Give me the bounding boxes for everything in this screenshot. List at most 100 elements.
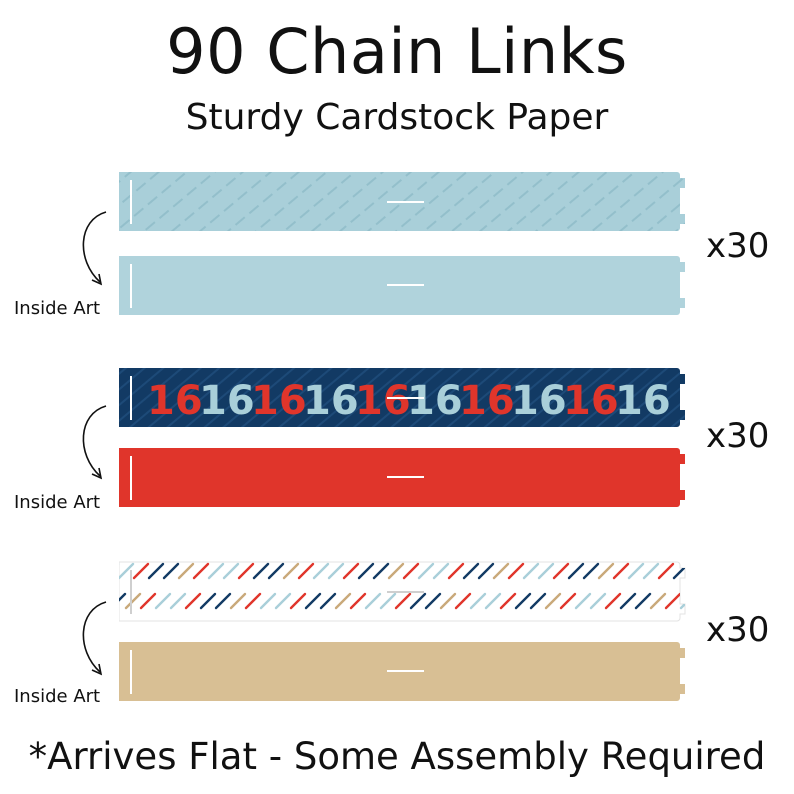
number-16-text: 16 [407, 378, 463, 424]
pattern-dash [582, 562, 600, 580]
pattern-dash [124, 592, 142, 610]
chain-link-group-light-blue: x30 Inside Art [0, 170, 794, 330]
pattern-dash [507, 562, 525, 580]
page-subtitle: Sturdy Cardstock Paper [185, 97, 609, 138]
curved-arrow-icon [82, 405, 107, 480]
pattern-dash [559, 592, 577, 610]
pattern-dash [342, 562, 360, 580]
number-16-text: 16 [459, 378, 515, 424]
pattern-dash [207, 562, 225, 580]
inside-art-label: Inside Art [14, 298, 101, 319]
pattern-dash [259, 592, 277, 610]
pattern-dash [169, 592, 187, 610]
number-16-text: 16 [615, 378, 671, 424]
page-title: 90 Chain Links [166, 15, 628, 88]
pattern-dash [514, 592, 532, 610]
pattern-dash [222, 562, 240, 580]
pattern-dash [327, 562, 345, 580]
pattern-dash [424, 592, 442, 610]
pattern-dash [432, 562, 450, 580]
pattern-dash [649, 592, 667, 610]
pattern-dash [274, 592, 292, 610]
pattern-dash [214, 592, 232, 610]
pattern-dash [552, 562, 570, 580]
pattern-dash [499, 592, 517, 610]
pattern-dash [267, 562, 285, 580]
pattern-dash [244, 592, 262, 610]
pattern-dash [522, 562, 540, 580]
pattern-dash [147, 562, 165, 580]
pattern-dash [679, 592, 685, 610]
inner-strip-red [119, 446, 692, 508]
inside-art-label: Inside Art [14, 686, 101, 707]
pattern-dash [402, 562, 420, 580]
inside-art-label: Inside Art [14, 492, 101, 513]
curved-arrow-icon [82, 601, 107, 676]
pattern-dash [357, 562, 375, 580]
pattern-dash [192, 562, 210, 580]
pattern-dash [417, 562, 435, 580]
pattern-dash [252, 562, 270, 580]
inner-strip-kraft [119, 640, 692, 702]
pattern-dash [672, 562, 685, 580]
pattern-dash [627, 562, 645, 580]
pattern-dash [492, 562, 510, 580]
number-16-text: 16 [511, 378, 567, 424]
pattern-dash [154, 592, 172, 610]
pattern-dash [454, 592, 472, 610]
chain-link-group-white-kraft: x30 Inside Art [0, 560, 794, 720]
pattern-dash [139, 592, 157, 610]
pattern-dash [447, 562, 465, 580]
pattern-dash [282, 562, 300, 580]
pattern-dash [372, 562, 390, 580]
outer-strip-light-blue [119, 170, 692, 232]
pattern-dash [619, 592, 637, 610]
pattern-dash [349, 592, 367, 610]
pattern-dash [529, 592, 547, 610]
pattern-dash [229, 592, 247, 610]
pattern-dash [484, 592, 502, 610]
quantity-label: x30 [706, 226, 770, 266]
pattern-dash [574, 592, 592, 610]
pattern-dash [364, 592, 382, 610]
pattern-dash [462, 562, 480, 580]
pattern-dash [689, 564, 692, 578]
pattern-dash [289, 592, 307, 610]
pattern-dash [439, 592, 457, 610]
inner-strip-light-blue [119, 254, 692, 316]
pattern-dash [544, 592, 562, 610]
pattern-dash [394, 592, 412, 610]
number-16-text: 16 [147, 378, 203, 424]
pattern-dash [612, 562, 630, 580]
pattern-dash [642, 562, 660, 580]
pattern-dash [469, 592, 487, 610]
pattern-dash [132, 562, 150, 580]
number-16-text: 16 [251, 378, 307, 424]
outer-strip-white-dashes [119, 560, 692, 622]
pattern-dash [319, 592, 337, 610]
pattern-dash [199, 592, 217, 610]
pattern-dash [657, 562, 675, 580]
pattern-dash [379, 592, 397, 610]
pattern-dash [304, 592, 322, 610]
pattern-dash [237, 562, 255, 580]
pattern-dash [597, 562, 615, 580]
quantity-label: x30 [706, 416, 770, 456]
pattern-dash [634, 592, 652, 610]
pattern-dash [119, 592, 127, 610]
number-16-text: 16 [303, 378, 359, 424]
pattern-dash [334, 592, 352, 610]
pattern-dash [312, 562, 330, 580]
number-16-text: 16 [563, 378, 619, 424]
number-16-text: 16 [199, 378, 255, 424]
assembly-note: *Arrives Flat - Some Assembly Required [28, 735, 766, 778]
pattern-dash [184, 592, 202, 610]
number-16-text: 16 [355, 378, 411, 424]
pattern-dash [664, 592, 682, 610]
pattern-dash [567, 562, 585, 580]
pattern-dash [177, 562, 195, 580]
pattern-dash [477, 562, 495, 580]
pattern-dash [387, 562, 405, 580]
